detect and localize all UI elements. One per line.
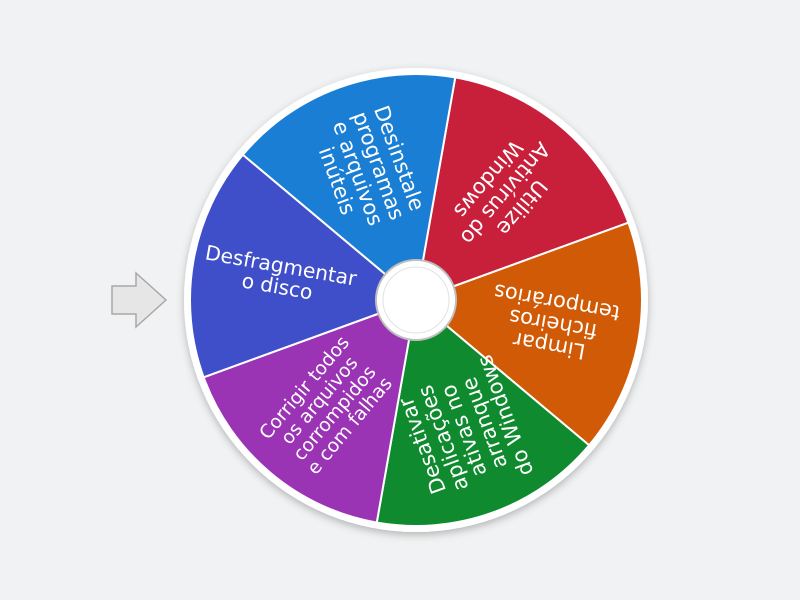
wheel-segment-slice [414, 221, 643, 447]
wheel-segment-slice [241, 73, 457, 302]
wheel-segment: Desativaraplicaçõesativas noarranquedo W… [375, 298, 591, 527]
wheel-segment: Desinstaleprogramase arquivosinúteis [241, 73, 457, 302]
wheel-segment: Desfragmentaro disco [189, 153, 418, 379]
spin-wheel[interactable]: UtilizeAntivírus doWindowsLimparficheiro… [184, 68, 648, 532]
arrow-right-icon [111, 271, 168, 329]
wheel-segment: UtilizeAntivírus doWindows [414, 76, 630, 302]
wheel-segment-label: Desativaraplicaçõesativas noarranquedo W… [389, 352, 538, 509]
wheel-segment-slice [202, 298, 418, 524]
wheel-segment-label: Corrigir todosos arquivoscorrompidose co… [256, 332, 400, 481]
wheel-segment-slice [375, 298, 591, 527]
wheel-segment: Corrigir todosos arquivoscorrompidose co… [202, 298, 418, 524]
wheel-segment: Limparficheirostemporários [414, 221, 643, 447]
wheel-segment-slice [189, 153, 418, 379]
wheel-segment-label: Desinstaleprogramase arquivosinúteis [306, 101, 429, 238]
wheel-segment-slice [414, 76, 630, 302]
wheel-hub-inner [382, 266, 450, 334]
